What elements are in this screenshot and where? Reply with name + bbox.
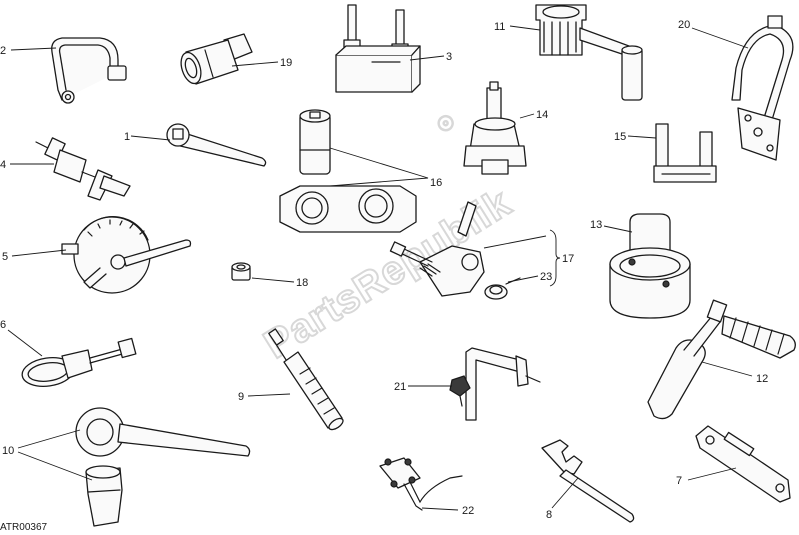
tool-1-socket-spanner [166,123,267,167]
leader-22 [421,507,459,511]
leader-1 [130,135,171,141]
tool-14-piston-fixture [463,81,527,175]
leader-lines [7,25,753,511]
tool-15-u-bracket [653,123,717,183]
callout-13: 13 [590,219,602,231]
callout-17: 17 [562,253,574,265]
callout-8: 8 [546,509,552,521]
tool-13-cylinder-pot [609,213,691,319]
tool-23-disc-adapter [484,277,521,300]
tool-21-bent-bracket [449,347,541,421]
leader-20 [691,27,749,49]
callout-6: 6 [0,319,6,331]
leader-16 [329,147,429,187]
leader-15 [627,135,657,139]
tool-16-sleeve-ring-plate [279,109,417,233]
callout-2: 2 [0,45,6,57]
leader-12 [701,361,753,377]
leader-9 [247,393,291,397]
tool-20-curved-strap [731,15,794,161]
watermark-gear-icon [437,114,454,132]
callout-23: 23 [540,271,552,283]
tool-6-strap-wrench [21,337,137,387]
callout-3: 3 [446,51,452,63]
tool-2-hook-wrench [51,37,127,104]
reference-code: ATR00367 [0,522,48,533]
tool-18-small-nut [231,262,251,281]
leader-17 [483,235,547,249]
tool-9-knurled-driver [268,328,344,431]
tool-22-clamp-rod [379,457,463,511]
tool-10-pin-spanner [75,407,251,527]
tool-8-open-end-wrench [541,439,635,523]
callout-21: 21 [394,381,406,393]
callout-18: 18 [296,277,308,289]
callout-14: 14 [536,109,548,121]
tool-3-stud-block [335,4,421,93]
leader-10a [17,429,81,449]
callout-1: 1 [124,131,130,143]
callout-20: 20 [678,19,690,31]
leader-10b [17,451,93,481]
tool-4-t-handle-puller [35,137,131,201]
callout-4: 4 [0,159,6,171]
leader-11 [509,25,541,31]
callout-22: 22 [462,505,474,517]
tool-7-flat-bar-plate [695,425,791,503]
leader-5 [11,249,67,257]
leader-3 [409,55,445,61]
callout-16: 16 [430,177,442,189]
callout-9: 9 [238,391,244,403]
callout-15: 15 [614,131,626,143]
callout-11: 11 [494,21,505,33]
callout-19: 19 [280,57,292,69]
callout-labels: 2 19 3 11 20 1 4 16 14 15 5 18 17 23 13 … [0,19,768,521]
tool-12-crank-handle [647,299,796,420]
leader-14 [519,113,535,119]
tool-5-degree-wheel [61,216,192,294]
bracket-17 [549,229,561,287]
leader-18 [251,277,295,283]
leader-23 [507,275,539,283]
callout-5: 5 [2,251,8,263]
leader-13 [603,225,633,233]
callout-7: 7 [676,475,682,487]
tool-19-socket-adapter [180,33,253,85]
tool-11-ring-lever [535,4,643,101]
leader-19 [231,61,279,67]
leader-6 [7,329,43,357]
tool-17-dial-gauge [389,201,485,297]
callout-10: 10 [2,445,14,457]
leader-7 [687,467,737,481]
callout-12: 12 [756,373,768,385]
leader-2 [10,47,57,51]
leader-8 [551,477,579,509]
